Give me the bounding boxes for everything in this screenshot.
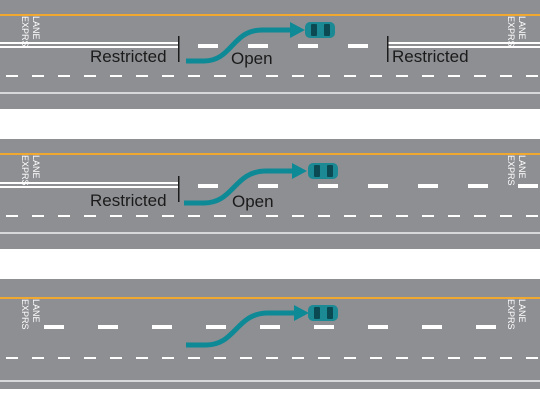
- pavement-marking-exprs-right: EXPRS: [506, 16, 516, 47]
- panel-1: LANE EXPRS LANE EXPRS Restricted Open Re…: [0, 0, 540, 109]
- road-surface: [0, 139, 540, 249]
- lower-edge: [0, 92, 540, 94]
- solid-lane-line-left: [0, 182, 178, 184]
- road-surface: [0, 279, 540, 389]
- restriction-end-marker: [178, 36, 180, 62]
- separator-strip-2: [0, 249, 540, 279]
- solid-lane-line-left-2: [0, 46, 178, 48]
- dashed-lane-line-lower: [6, 75, 538, 77]
- arrow-head: [292, 163, 307, 179]
- separator-strip-1: [0, 109, 540, 139]
- pavement-marking-lane-right: LANE: [517, 299, 527, 323]
- dashed-lane-line-lower: [6, 357, 538, 359]
- pavement-marking-exprs-left: EXPRS: [20, 299, 30, 330]
- pavement-marking-lane-right: LANE: [517, 155, 527, 179]
- shoulder-line-top: [0, 14, 540, 16]
- dashed-lane-line-lower: [6, 215, 538, 217]
- shoulder-line-top: [0, 153, 540, 155]
- arrow-head: [290, 22, 305, 38]
- restriction-start-marker: [387, 36, 389, 62]
- pavement-marking-exprs-right: EXPRS: [506, 299, 516, 330]
- panel-2: LANE EXPRS LANE EXPRS Restricted Open: [0, 139, 540, 249]
- lane-change-arrow: [186, 310, 296, 348]
- label-restricted-left: Restricted: [90, 47, 167, 66]
- pavement-marking-exprs-left: EXPRS: [20, 16, 30, 47]
- pavement-marking-exprs-left: EXPRS: [20, 155, 30, 186]
- arrow-head: [294, 305, 309, 321]
- shoulder-line-top: [0, 297, 540, 299]
- solid-lane-line-right-2: [388, 46, 540, 48]
- label-restricted-right: Restricted: [392, 47, 469, 66]
- pavement-marking-lane-left: LANE: [31, 155, 41, 179]
- car-icon: [308, 163, 338, 179]
- solid-lane-line-left-2: [0, 186, 178, 188]
- pavement-marking-lane-right: LANE: [517, 16, 527, 40]
- label-restricted-left: Restricted: [90, 191, 167, 210]
- dashed-lane-line-open: [198, 184, 538, 188]
- pavement-marking-lane-left: LANE: [31, 299, 41, 323]
- pavement-marking-exprs-right: EXPRS: [506, 155, 516, 186]
- panel-3: LANE EXPRS LANE EXPRS: [0, 279, 540, 389]
- road-surface: [0, 0, 540, 109]
- lane-change-arrow: [184, 168, 294, 206]
- lower-edge: [0, 380, 540, 382]
- label-open: Open: [231, 49, 273, 68]
- label-open: Open: [232, 192, 274, 211]
- dashed-lane-line-open: [198, 44, 368, 48]
- solid-lane-line-left: [0, 42, 178, 44]
- car-icon: [308, 305, 338, 321]
- solid-lane-line-right: [388, 42, 540, 44]
- lower-edge: [0, 232, 540, 234]
- car-icon: [305, 22, 335, 38]
- lane-change-arrow: [186, 27, 292, 64]
- restriction-end-marker: [178, 176, 180, 202]
- bottom-strip: [0, 389, 540, 405]
- pavement-marking-lane-left: LANE: [31, 16, 41, 40]
- dashed-lane-line-open: [44, 325, 496, 329]
